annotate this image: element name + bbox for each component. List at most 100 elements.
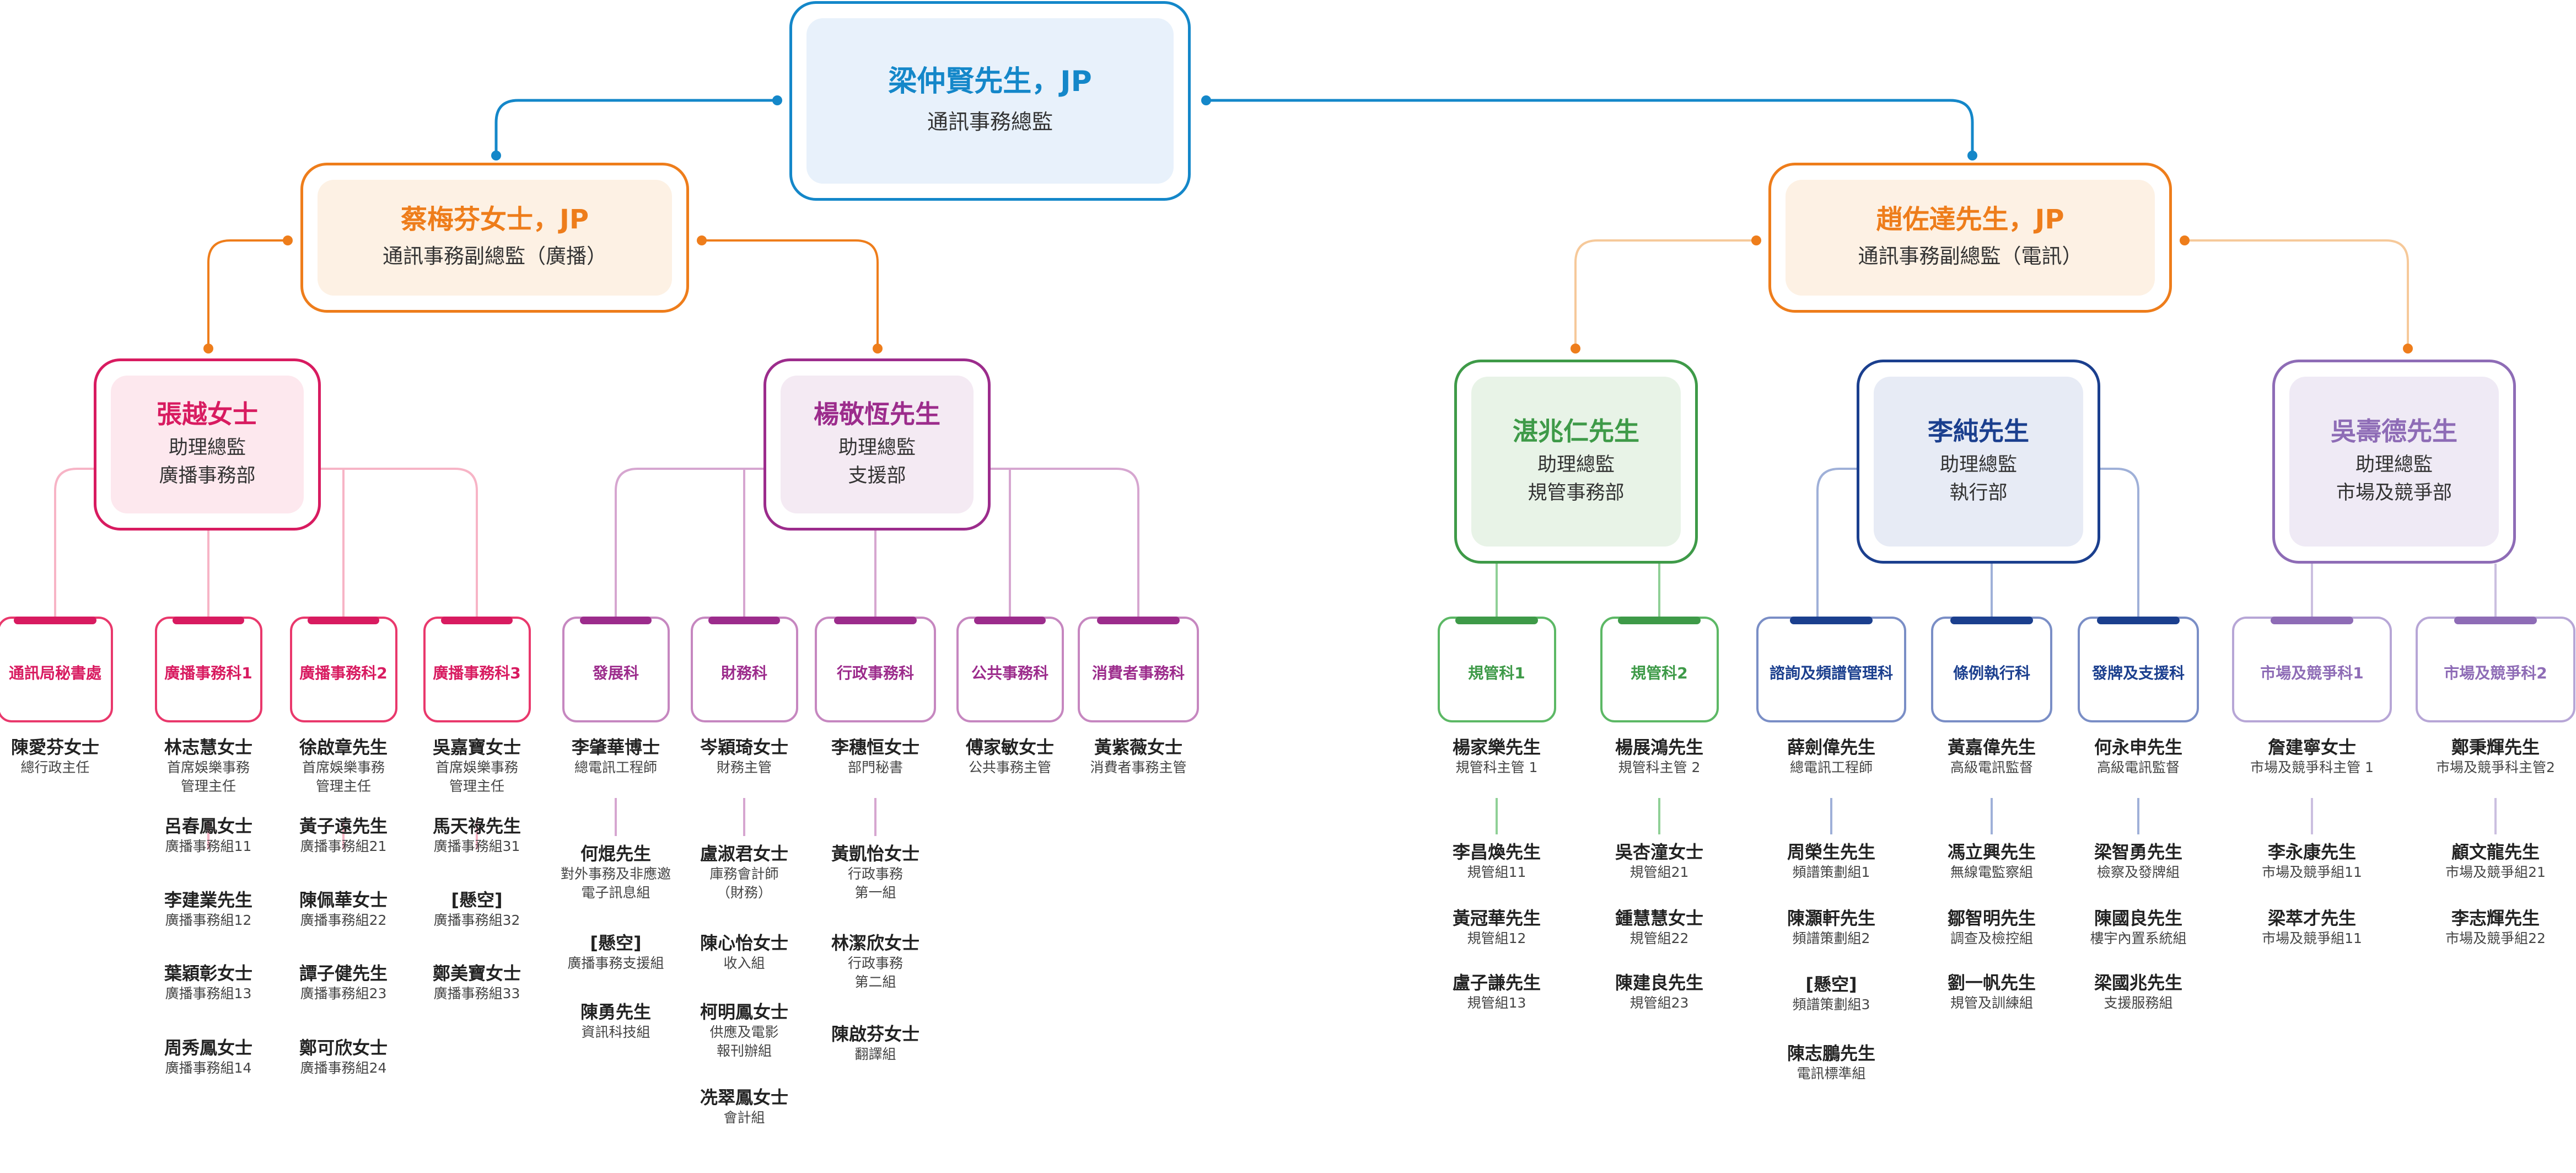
staff-title: 市場及競爭科主管2 bbox=[2436, 759, 2555, 775]
unit-card-accent bbox=[308, 617, 379, 624]
staff-entry: 陳志鵬先生電訊標準組 bbox=[1727, 1042, 1936, 1083]
staff-entry: 吳嘉寶女士首席娛樂事務 管理主任 bbox=[372, 736, 582, 796]
staff-title: 無線電監察組 bbox=[1950, 864, 2033, 880]
staff-entry: 楊家樂先生規管科主管 1 bbox=[1392, 736, 1601, 777]
deputy-title: 通訊事務副總監（廣播） bbox=[383, 244, 607, 268]
unit-card: 發牌及支援科 bbox=[2078, 617, 2199, 722]
staff-title: 供應及電影 報刊辦組 bbox=[709, 1024, 779, 1059]
staff-entry: 梁國兆先生支援服務組 bbox=[2034, 972, 2243, 1013]
staff-name: 黃紫薇女士 bbox=[1094, 737, 1182, 758]
staff-entry: 馬天祿先生廣播事務組31 bbox=[372, 815, 582, 856]
unit-card: 財務科 bbox=[690, 617, 798, 722]
unit-card-accent bbox=[834, 617, 917, 624]
unit-card-accent bbox=[1950, 617, 2033, 624]
staff-name: 楊展鴻先生 bbox=[1615, 737, 1703, 758]
staff-name: 李穗恒女士 bbox=[831, 737, 919, 758]
staff-title: 庫務會計師 （財務） bbox=[709, 866, 779, 901]
staff-title: 高級電訊監督 bbox=[2096, 759, 2180, 775]
unit-card: 通訊局秘書處 bbox=[0, 617, 113, 722]
assistant-director-box: 吳壽德先生 助理總監 市場及競爭部 bbox=[2272, 360, 2516, 564]
staff-entry: 顧文龍先生市場及競爭組21 bbox=[2391, 841, 2576, 882]
staff-name: 吳嘉寶女士 bbox=[432, 737, 521, 758]
unit-card-accent bbox=[1618, 617, 1701, 624]
staff-name: 柯明鳳女士 bbox=[700, 1001, 788, 1022]
deputy-name: 蔡梅芬女士，JP bbox=[400, 204, 589, 235]
staff-entry: 陳心怡女士收入組 bbox=[639, 932, 849, 973]
connector-dot bbox=[697, 235, 707, 245]
staff-title: 規管組22 bbox=[1630, 930, 1689, 946]
unit-label: 發牌及支援科 bbox=[2091, 664, 2185, 682]
staff-title: 市場及競爭組21 bbox=[2445, 864, 2546, 880]
unit-card-accent bbox=[974, 617, 1046, 624]
staff-name: 何永申先生 bbox=[2094, 737, 2182, 758]
unit-card-accent bbox=[173, 617, 244, 624]
assistant-name: 張越女士 bbox=[157, 399, 258, 429]
unit-card: 發展科 bbox=[562, 617, 670, 722]
staff-entry: 傅家敏女士公共事務主管 bbox=[905, 736, 1115, 777]
unit-label: 市場及競爭科2 bbox=[2444, 664, 2547, 682]
assistant-director-box: 湛兆仁先生 助理總監 規管事務部 bbox=[1454, 360, 1698, 564]
staff-title: 調查及檢控組 bbox=[1950, 930, 2033, 946]
assistant-name: 楊敬恆先生 bbox=[814, 399, 940, 429]
unit-card: 市場及競爭科2 bbox=[2416, 617, 2575, 722]
staff-title: 總電訊工程師 bbox=[574, 759, 657, 775]
unit-card: 規管科2 bbox=[1600, 617, 1719, 722]
staff-entry: 陳灝軒先生頻譜策劃組2 bbox=[1727, 907, 1936, 948]
unit-card: 廣播事務科2 bbox=[289, 617, 397, 722]
staff-title: 總行政主任 bbox=[20, 759, 90, 775]
unit-label: 規管科2 bbox=[1631, 664, 1688, 682]
staff-entry: 周秀鳳女士廣播事務組14 bbox=[104, 1037, 313, 1078]
deputy-telecom-box: 趙佐達先生，JP 通訊事務副總監（電訊） bbox=[1768, 163, 2172, 313]
unit-card-accent bbox=[14, 617, 96, 624]
staff-name: 何焜先生 bbox=[580, 843, 651, 864]
assistant-dept: 規管事務部 bbox=[1528, 481, 1625, 504]
staff-title: 財務主管 bbox=[716, 759, 772, 775]
staff-title: 電訊標準組 bbox=[1797, 1065, 1866, 1081]
staff-title: 對外事務及非應邀 電子訊息組 bbox=[560, 866, 671, 901]
unit-card: 諮詢及頻譜管理科 bbox=[1756, 617, 1906, 722]
staff-title: 收入組 bbox=[723, 955, 765, 971]
assistant-title: 助理總監 bbox=[168, 436, 246, 459]
staff-title: 行政事務 第一組 bbox=[847, 866, 903, 901]
staff-entry: 陳愛芬女士總行政主任 bbox=[0, 736, 160, 777]
staff-title: 規管科主管 2 bbox=[1618, 759, 1701, 775]
staff-title: 廣播事務組24 bbox=[300, 1060, 387, 1076]
staff-entry: 呂春鳳女士廣播事務組11 bbox=[104, 815, 313, 856]
staff-title: 市場及競爭組22 bbox=[2445, 930, 2546, 946]
staff-name: 徐啟章先生 bbox=[299, 737, 388, 758]
staff-title: 廣播事務組21 bbox=[300, 838, 387, 854]
staff-name: 李建業先生 bbox=[164, 890, 252, 910]
staff-entry: 黃凱怡女士行政事務 第一組 bbox=[771, 843, 980, 902]
assistant-dept: 支援部 bbox=[848, 464, 906, 487]
staff-name: [懸空] bbox=[1805, 974, 1857, 995]
director-title: 通訊事務總監 bbox=[927, 109, 1053, 134]
staff-name: 馬天祿先生 bbox=[432, 816, 521, 837]
staff-name: [懸空] bbox=[451, 890, 503, 910]
staff-title: 廣播事務組33 bbox=[433, 985, 520, 1001]
staff-title: 會計組 bbox=[723, 1110, 765, 1126]
assistant-title: 助理總監 bbox=[1537, 453, 1615, 476]
unit-card-accent bbox=[1455, 617, 1538, 624]
staff-name: 鄭美寶女士 bbox=[432, 963, 521, 984]
staff-entry: 詹建寧女士市場及競爭科主管 1 bbox=[2207, 736, 2417, 777]
staff-name: 譚子健先生 bbox=[299, 963, 388, 984]
unit-label: 條例執行科 bbox=[1953, 664, 2030, 682]
staff-entry: 盧子謙先生規管組13 bbox=[1392, 972, 1601, 1013]
staff-entry: 林志慧女士首席娛樂事務 管理主任 bbox=[104, 736, 313, 796]
staff-title: 廣播事務組12 bbox=[165, 912, 252, 928]
assistant-director-box: 李純先生 助理總監 執行部 bbox=[1857, 360, 2100, 564]
staff-entry: 陳啟芬女士翻譯組 bbox=[771, 1023, 980, 1064]
staff-name: 盧子謙先生 bbox=[1452, 972, 1541, 993]
assistant-name: 李純先生 bbox=[1928, 416, 2029, 446]
staff-name: 陳愛芬女士 bbox=[10, 737, 99, 758]
staff-entry: 李志輝先生市場及競爭組22 bbox=[2391, 907, 2576, 948]
assistant-name: 湛兆仁先生 bbox=[1513, 416, 1639, 446]
staff-entry: 葉穎彰女士廣播事務組13 bbox=[104, 962, 313, 1003]
staff-entry: 何永申先生高級電訊監督 bbox=[2034, 736, 2243, 777]
unit-card-accent bbox=[580, 617, 652, 624]
staff-title: 總電訊工程師 bbox=[1789, 759, 1873, 775]
staff-title: 廣播事務組22 bbox=[300, 912, 387, 928]
staff-title: 廣播事務組23 bbox=[300, 985, 387, 1001]
connector-line bbox=[2185, 239, 2409, 349]
staff-entry: 盧淑君女士庫務會計師 （財務） bbox=[639, 843, 849, 902]
